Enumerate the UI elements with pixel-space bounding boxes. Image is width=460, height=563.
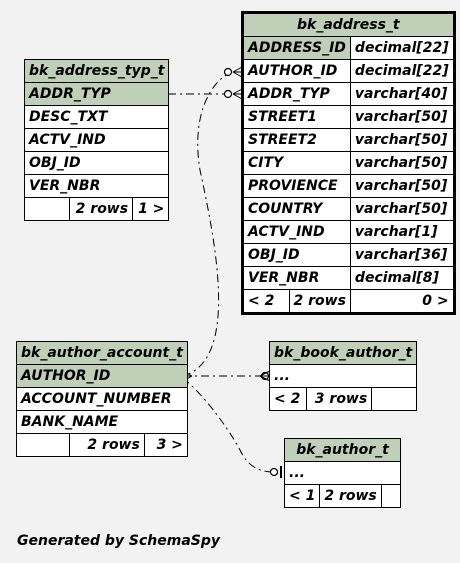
table-row[interactable]: VER_NBR [23,174,170,198]
table-row[interactable]: DESC_TXT [23,105,170,129]
table-title: bk_address_t [242,12,455,37]
table-row[interactable]: ADDR_TYP [23,82,170,106]
column-type: varchar[36] [349,243,455,267]
column-type: decimal[22] [349,36,455,60]
column-name: ADDR_TYP [23,82,170,106]
table-title: bk_address_typ_t [23,59,170,83]
parents-count[interactable]: < 2 [242,289,290,314]
table-title: bk_book_author_t [268,341,418,365]
table-row[interactable]: OBJ_ID [23,151,170,175]
column-name: ACTV_IND [23,128,170,152]
table-bk-address-typ-t[interactable]: bk_address_typ_t ADDR_TYP DESC_TXT ACTV_… [23,59,170,221]
parents-count[interactable]: < 1 [283,484,321,508]
column-name: PROVIENCE [242,174,351,198]
crowfoot-marker [232,66,243,78]
row-count: 2 rows [69,433,145,457]
table-row[interactable]: AUTHOR_ID [16,364,188,388]
table-row[interactable]: ACTV_IND [23,128,170,152]
column-type: varchar[50] [349,197,455,221]
parents-count [16,433,70,457]
row-count: 2 rows [288,289,351,314]
column-name: CITY [242,151,351,175]
column-type: varchar[50] [349,174,455,198]
column-name: AUTHOR_ID [242,59,351,83]
column-type: varchar[1] [349,220,455,244]
children-count[interactable]: 1 > [132,197,170,221]
column-name: ADDR_TYP [242,82,351,106]
table-title: bk_author_t [284,438,401,462]
table-row[interactable]: ... [284,461,401,485]
table-bk-author-t[interactable]: bk_author_t ... < 1 2 rows [283,438,402,508]
column-name: OBJ_ID [242,243,351,267]
link-end-circle [223,67,233,77]
table-bk-book-author-t[interactable]: bk_book_author_t ... < 2 3 rows [268,341,418,411]
table-row[interactable]: BANK_NAME [16,410,188,434]
column-name: STREET2 [242,128,351,152]
parents-count[interactable]: < 2 [268,387,308,411]
column-name: OBJ_ID [23,151,170,175]
column-type: varchar[40] [349,82,455,106]
column-name: VER_NBR [23,174,170,198]
table-row[interactable]: ACCOUNT_NUMBER [16,387,188,411]
column-name: STREET1 [242,105,351,129]
column-name: ACTV_IND [242,220,351,244]
children-count[interactable]: 3 > [143,433,188,457]
column-type: decimal[8] [349,266,455,290]
column-name: ACCOUNT_NUMBER [16,387,188,411]
column-type: varchar[50] [349,128,455,152]
parents-count [24,197,70,221]
children-count[interactable]: 0 > [349,289,455,314]
column-name: COUNTRY [242,197,351,221]
link-author-id-address [182,70,237,377]
column-type: varchar[50] [349,105,455,129]
link-end-circle [223,89,233,99]
row-count: 3 rows [306,387,373,411]
row-count: 2 rows [319,484,382,508]
column-name: VER_NBR [242,266,351,290]
crowfoot-marker [232,88,243,100]
link-author-id-author [182,377,274,473]
children-count [371,387,418,411]
column-name: BANK_NAME [16,410,188,434]
table-title: bk_author_account_t [16,341,188,365]
column-name: ... [268,364,418,388]
column-name: ... [284,461,401,485]
generated-by-label: Generated by SchemaSpy [17,533,221,549]
table-bk-author-account-t[interactable]: bk_author_account_t AUTHOR_ID ACCOUNT_NU… [16,341,188,457]
table-row[interactable]: ... [268,364,418,388]
column-name: DESC_TXT [23,105,170,129]
row-count: 2 rows [68,197,134,221]
children-count [380,484,402,508]
crowfoot-marker [259,370,271,382]
column-name: ADDRESS_ID [242,36,351,60]
link-end-circle [269,467,279,477]
column-type: varchar[50] [349,151,455,175]
column-type: decimal[22] [349,59,455,83]
column-name: AUTHOR_ID [16,364,188,388]
